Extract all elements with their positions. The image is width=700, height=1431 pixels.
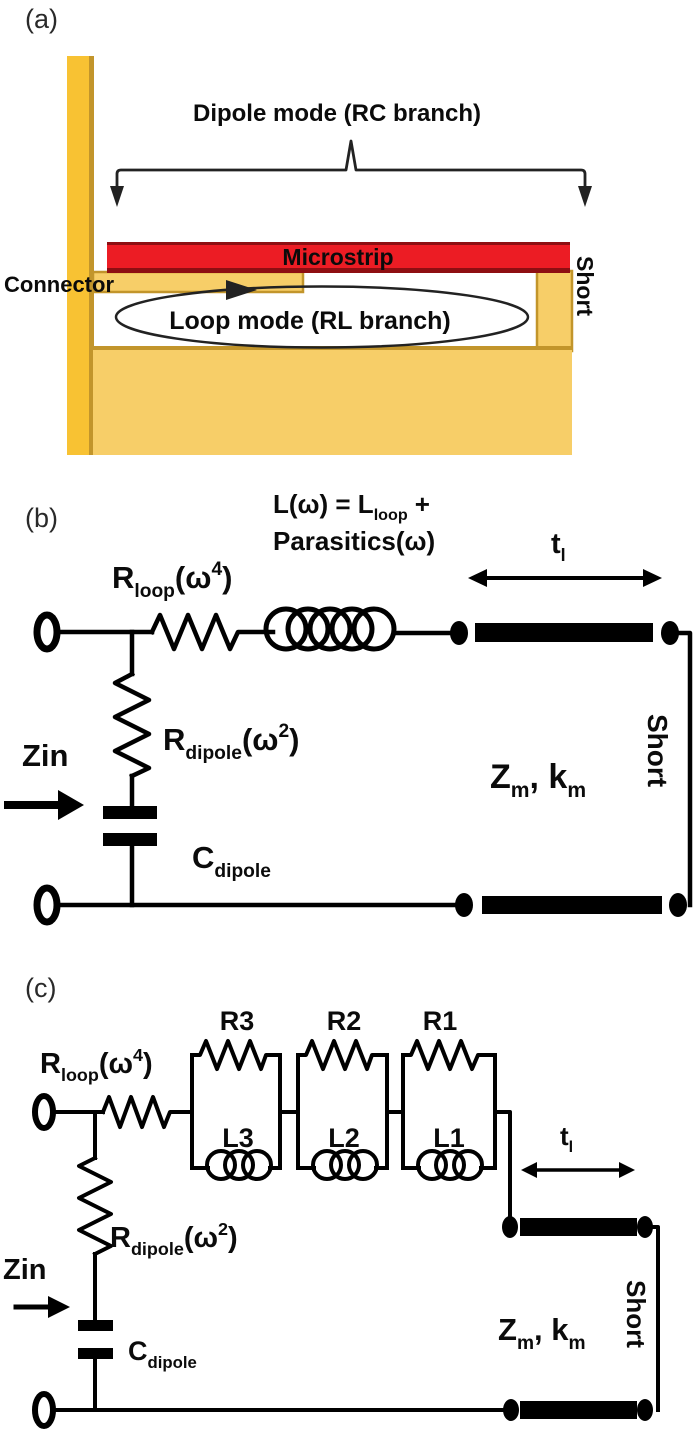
rl-block-2: L2 <box>296 1039 389 1181</box>
zm-km-label-c: Zm, km <box>498 1312 586 1354</box>
microstrip-bar <box>107 242 570 273</box>
zin-arrowhead-c <box>48 1296 70 1318</box>
connector-bar <box>67 56 93 455</box>
t-line-label-c: tl <box>560 1121 573 1156</box>
node-dot <box>661 621 679 645</box>
dipole-mode-label: Dipole mode (RC branch) <box>193 100 481 127</box>
r-loop-label-c: Rloop(ω4) <box>40 1045 153 1085</box>
panel-c-label: (c) <box>25 973 56 1003</box>
input-terminal-top-c <box>32 1093 56 1131</box>
rl-block-3: L3 <box>190 1039 282 1181</box>
r3-label: R3 <box>220 1006 255 1036</box>
panel-c: (c) R3 R2 R1 Rloop(ω4) L3 <box>3 973 660 1429</box>
t-line-arrowhead-right-c <box>619 1162 635 1178</box>
transmission-line-bottom-c <box>520 1401 637 1419</box>
r-dipole-label-b: Rdipole(ω2) <box>163 721 299 764</box>
node-dot <box>637 1399 653 1421</box>
rl-block-1: L1 <box>401 1039 497 1181</box>
input-terminal-bottom-c <box>32 1391 56 1429</box>
transmission-line-top-b <box>475 623 653 642</box>
t-line-arrowhead-left-b <box>468 569 487 587</box>
zin-arrowhead-b <box>58 790 84 820</box>
loop-current-ellipse <box>114 285 530 349</box>
r-loop-label-b: Rloop(ω4) <box>112 559 232 602</box>
t-line-arrowhead-right-b <box>643 569 662 587</box>
dipole-extent-bracket <box>115 139 587 192</box>
short-wire-right-b <box>676 630 693 908</box>
zin-label-b: Zin <box>22 738 69 773</box>
panel-a-label: (a) <box>25 4 58 34</box>
bracket-right-arrowhead <box>578 186 592 207</box>
zm-km-label-b: Zm, km <box>490 758 586 802</box>
inductance-equation-line2: Parasitics(ω) <box>273 526 435 556</box>
r2-label: R2 <box>327 1006 362 1036</box>
r-dipole-resistor-c <box>77 1155 113 1257</box>
short-wall <box>535 269 574 353</box>
wire-to-line-c <box>493 1110 512 1221</box>
c-dipole-label-b: Cdipole <box>192 840 271 882</box>
microstrip-top-edge <box>107 242 570 245</box>
c-dipole-plate-top-b <box>103 806 157 819</box>
t-line-arrowhead-left-c <box>521 1162 537 1178</box>
inductance-equation-line1: L(ω) = Lloop+ <box>273 489 430 524</box>
short-label-b: Short <box>642 714 673 787</box>
c-dipole-plate-bottom-b <box>103 833 157 846</box>
r-loop-resistor-b <box>149 612 276 652</box>
connector-bar-edge <box>89 56 94 455</box>
microstrip-label: Microstrip <box>282 244 393 270</box>
c-dipole-plate-bottom-c <box>78 1348 113 1359</box>
node-dot <box>637 1216 653 1238</box>
short-label-c: Short <box>621 1280 651 1348</box>
panel-a: (a) Microstrip Dipole mode (RC branch) L… <box>4 4 598 455</box>
node-dot <box>503 1399 519 1421</box>
c-dipole-plate-top-c <box>78 1320 113 1331</box>
l3-label: L3 <box>222 1123 254 1153</box>
t-line-label-b: tl <box>551 528 566 565</box>
c-dipole-label-c: Cdipole <box>128 1336 197 1372</box>
loop-arrowhead <box>226 280 257 300</box>
r-loop-resistor-c <box>100 1095 194 1129</box>
bracket-left-arrowhead <box>110 186 124 207</box>
r-dipole-label-c: Rdipole(ω2) <box>110 1219 238 1259</box>
transmission-line-bottom-b <box>482 896 662 914</box>
zin-label-c: Zin <box>3 1254 47 1286</box>
input-terminal-bottom-b <box>33 884 61 926</box>
short-label-a: Short <box>572 256 598 316</box>
l1-label: L1 <box>433 1123 465 1153</box>
loop-mode-label: Loop mode (RL branch) <box>169 307 450 335</box>
transmission-line-top-c <box>520 1218 637 1236</box>
l2-label: L2 <box>328 1123 360 1153</box>
node-dot <box>455 893 473 917</box>
r1-label: R1 <box>423 1006 458 1036</box>
panel-b-label: (b) <box>25 503 58 533</box>
feed-arm <box>91 270 305 294</box>
r-dipole-resistor-b <box>112 670 152 779</box>
short-wire-right-c <box>650 1225 660 1412</box>
panel-b: (b) L(ω) = Lloop+ Parasitics(ω) Rloop(ω4… <box>4 489 693 926</box>
node-dot <box>669 893 687 917</box>
connector-label: Connector <box>4 272 114 297</box>
ground-body <box>93 346 572 455</box>
inductor-b <box>263 606 397 652</box>
node-dot <box>450 621 468 645</box>
input-terminal-top-b <box>33 611 61 653</box>
microstrip-bottom-edge <box>107 268 570 273</box>
node-dot <box>502 1216 518 1238</box>
